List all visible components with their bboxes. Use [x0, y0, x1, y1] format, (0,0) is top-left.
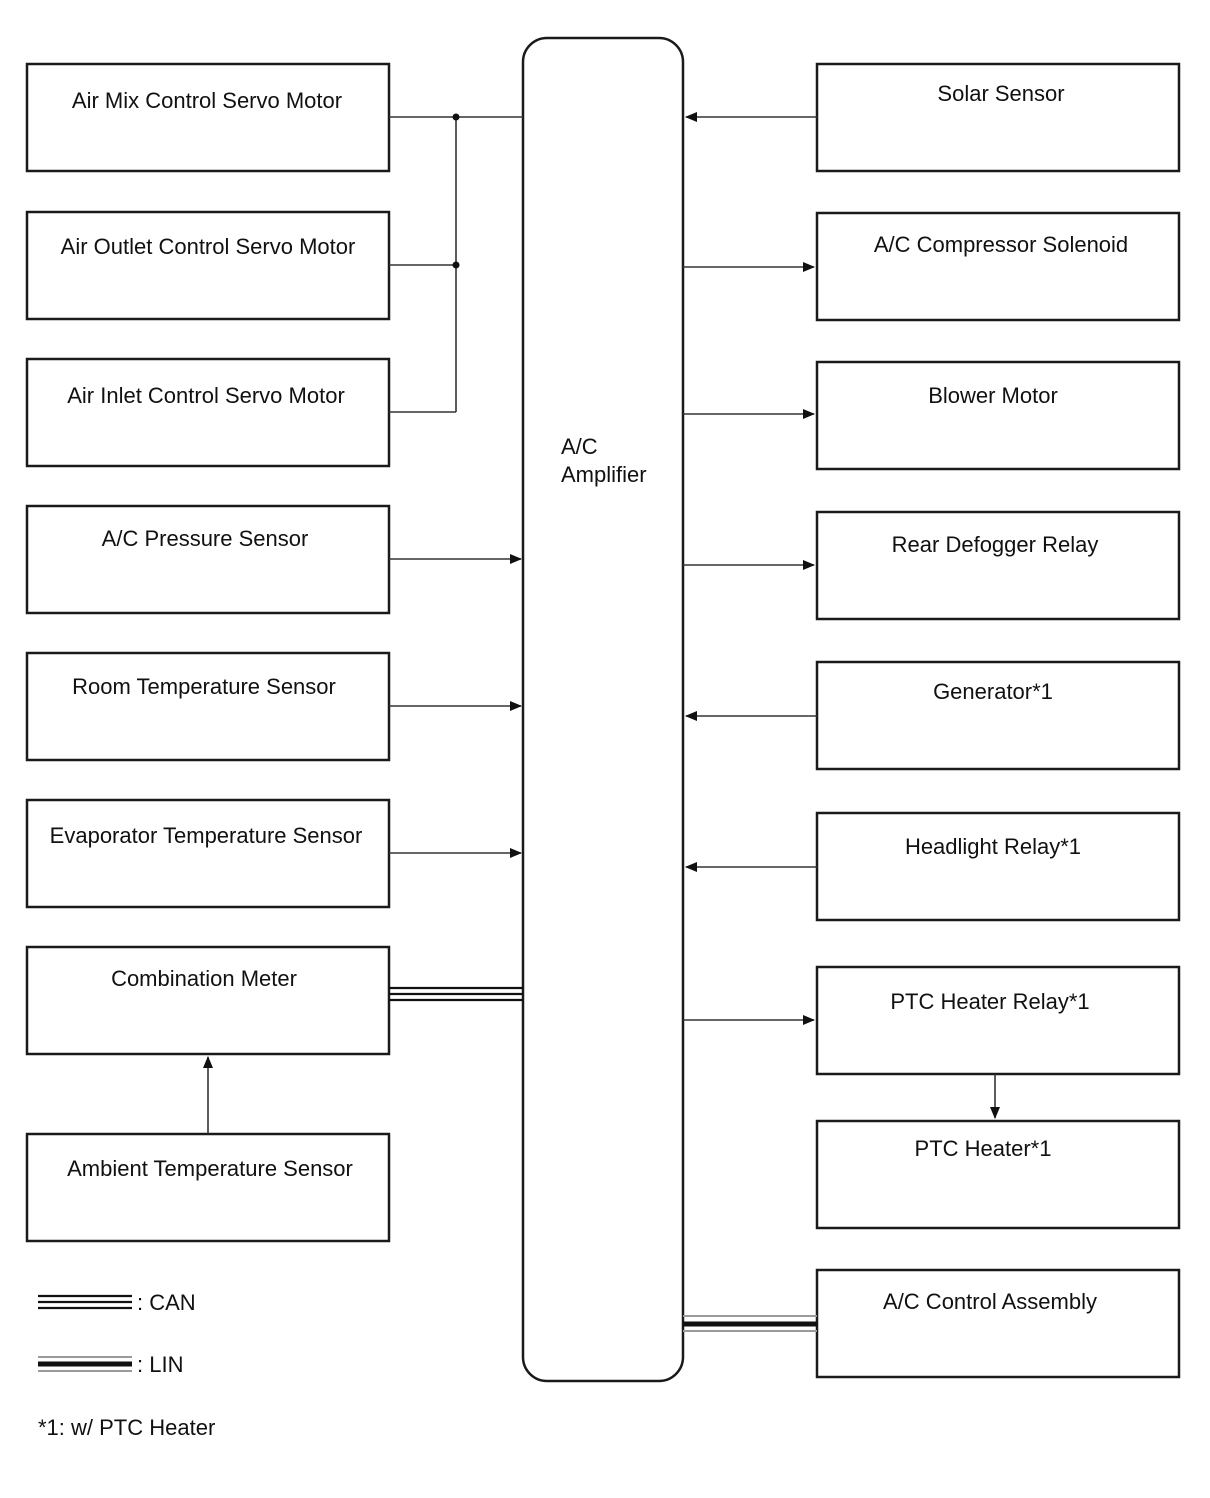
combination-meter-can-bus [389, 986, 523, 1002]
right-connections [683, 112, 1000, 1332]
ptc-heater-box: PTC Heater*1 [815, 1119, 1181, 1230]
junction-dot [452, 261, 460, 269]
box-label: Headlight Relay*1 [905, 834, 1081, 859]
blower-motor-box: Blower Motor [815, 360, 1181, 471]
rear-defogger-relay-box: Rear Defogger Relay [815, 510, 1181, 621]
ac-pressure-sensor-box: A/C Pressure Sensor [25, 504, 391, 615]
ac-control-assembly-box: A/C Control Assembly [815, 1268, 1181, 1379]
left-connections [203, 113, 523, 1134]
box-label: Ambient Temperature Sensor [67, 1156, 353, 1181]
ac-amplifier: A/C Amplifier [521, 36, 685, 1383]
box-label: Air Mix Control Servo Motor [72, 88, 342, 113]
box-label: A/C Pressure Sensor [102, 526, 309, 551]
ambient-temperature-sensor-box: Ambient Temperature Sensor [25, 1132, 391, 1243]
ac-amplifier-label-line1: A/C [561, 434, 598, 459]
generator-box: Generator*1 [815, 660, 1181, 771]
legend: : CAN : LIN *1: w/ PTC Heater [38, 1290, 215, 1440]
box-label: Room Temperature Sensor [72, 674, 336, 699]
combination-meter-box: Combination Meter [25, 945, 391, 1056]
left-component-boxes: Air Mix Control Servo Motor Air Outlet C… [25, 62, 391, 1243]
room-temperature-sensor-box: Room Temperature Sensor [25, 651, 391, 762]
legend-lin-label: : LIN [137, 1352, 183, 1377]
footnote: *1: w/ PTC Heater [38, 1415, 215, 1440]
legend-can: : CAN [38, 1290, 196, 1315]
ac-amplifier-label-line2: Amplifier [561, 462, 647, 487]
box-label: Generator*1 [933, 679, 1053, 704]
box-label: Air Inlet Control Servo Motor [67, 383, 345, 408]
air-outlet-control-servo-motor-box: Air Outlet Control Servo Motor [25, 210, 391, 321]
headlight-relay-box: Headlight Relay*1 [815, 811, 1181, 922]
right-component-boxes: Solar Sensor A/C Compressor Solenoid Blo… [815, 62, 1181, 1379]
box-label: Air Outlet Control Servo Motor [61, 234, 356, 259]
box-label: Rear Defogger Relay [892, 532, 1099, 557]
air-mix-control-servo-motor-box: Air Mix Control Servo Motor [25, 62, 391, 173]
box-label: Blower Motor [928, 383, 1058, 408]
box-label: A/C Control Assembly [883, 1289, 1097, 1314]
junction-dot [452, 113, 460, 121]
legend-can-label: : CAN [137, 1290, 196, 1315]
ac-control-lin-bus [683, 1315, 817, 1332]
box-label: A/C Compressor Solenoid [874, 232, 1128, 257]
box-label: Solar Sensor [937, 81, 1064, 106]
legend-lin: : LIN [38, 1352, 183, 1377]
evaporator-temperature-sensor-box: Evaporator Temperature Sensor [25, 798, 391, 909]
box-label: PTC Heater*1 [915, 1136, 1052, 1161]
ac-compressor-solenoid-box: A/C Compressor Solenoid [815, 211, 1181, 322]
ptc-heater-relay-box: PTC Heater Relay*1 [815, 965, 1181, 1076]
box-label: PTC Heater Relay*1 [890, 989, 1089, 1014]
box-label: Combination Meter [111, 966, 297, 991]
air-inlet-control-servo-motor-box: Air Inlet Control Servo Motor [25, 357, 391, 468]
solar-sensor-box: Solar Sensor [815, 62, 1181, 173]
box-label: Evaporator Temperature Sensor [50, 823, 363, 848]
